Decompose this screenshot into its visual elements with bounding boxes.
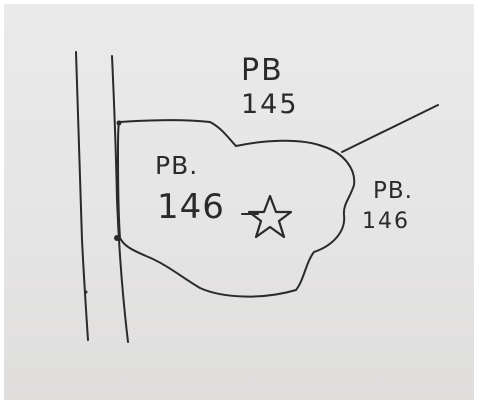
label-pb146-center-number: 146 (157, 187, 225, 227)
label-pb146-east-number: 146 (362, 209, 410, 234)
parcel-boundary (117, 119, 356, 298)
ink-dot (84, 290, 88, 294)
bottom-margin (0, 400, 480, 406)
ink-dot (114, 235, 120, 241)
parcel-divider-line (341, 104, 439, 153)
label-pb146-center-prefix: PB. (155, 151, 199, 180)
label-pb145-number: 145 (241, 89, 299, 120)
road-line-right (111, 55, 129, 343)
ink-dot (116, 120, 122, 126)
label-pb146-east-prefix: PB. (373, 178, 413, 204)
label-pb145-prefix: PB (241, 53, 284, 88)
star-icon (247, 194, 293, 239)
road-line-left (75, 51, 89, 341)
paper-sheet (4, 4, 474, 400)
